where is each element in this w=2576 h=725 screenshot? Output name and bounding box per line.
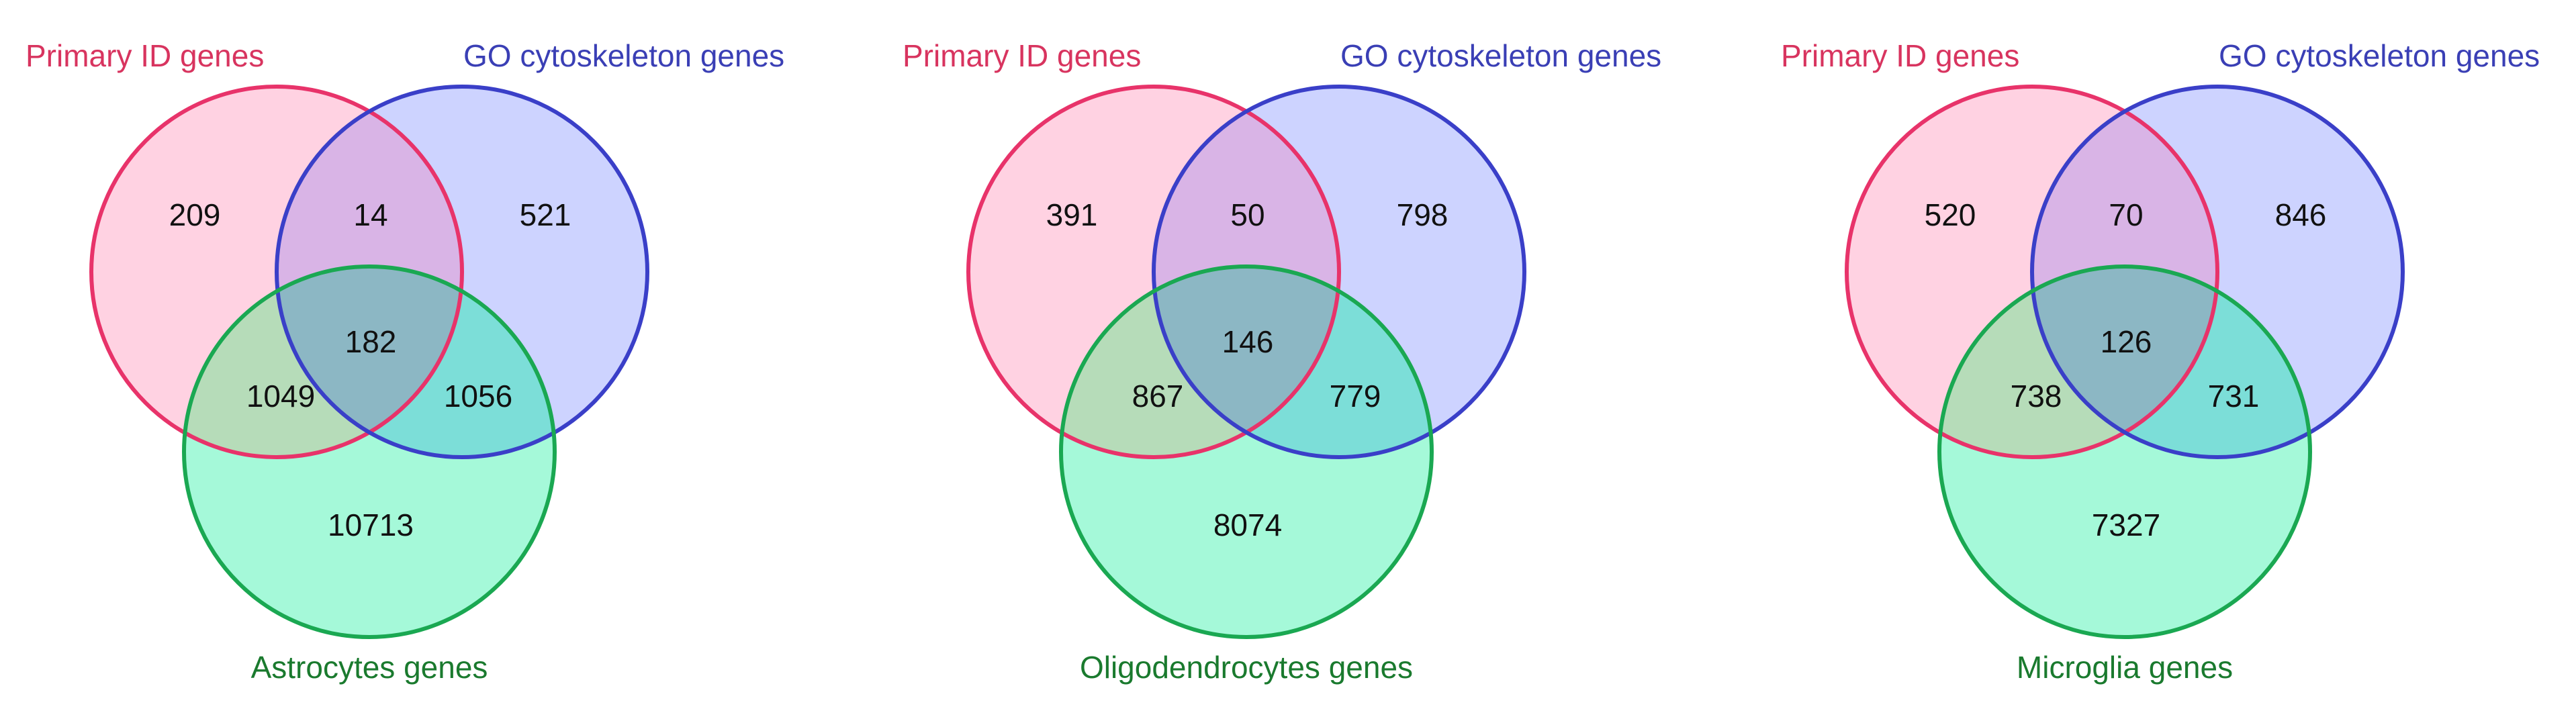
count-go-cell: 731 — [2208, 379, 2260, 414]
go-set-outline — [2030, 85, 2405, 459]
count-primary-only: 391 — [1046, 197, 1098, 232]
count-primary-go: 14 — [353, 197, 387, 232]
venn-diagram-microglia: Primary ID genes GO cytoskeleton genes M… — [1781, 38, 2540, 685]
count-primary-only: 520 — [1925, 197, 1976, 232]
cell-set-outline — [1937, 264, 2312, 639]
count-go-only: 521 — [520, 197, 571, 232]
count-all-three: 182 — [345, 324, 397, 359]
primary-set-label: Primary ID genes — [1781, 38, 2019, 73]
primary-set-label: Primary ID genes — [26, 38, 264, 73]
go-set-outline — [275, 85, 649, 459]
cell-set-outline — [182, 264, 557, 639]
count-primary-go: 50 — [1230, 197, 1264, 232]
go-set-label: GO cytoskeleton genes — [463, 38, 784, 73]
count-primary-cell: 1049 — [246, 379, 315, 414]
venn-diagram-oligodendrocytes: Primary ID genes GO cytoskeleton genes O… — [903, 38, 1661, 685]
count-cell-only: 10713 — [328, 508, 414, 542]
count-primary-cell: 738 — [2011, 379, 2062, 414]
go-set-label: GO cytoskeleton genes — [2219, 38, 2540, 73]
primary-set-outline — [1845, 85, 2219, 459]
count-go-cell: 1056 — [444, 379, 512, 414]
cell-set-label: Microglia genes — [2017, 650, 2233, 685]
count-primary-go: 70 — [2109, 197, 2143, 232]
count-go-only: 798 — [1397, 197, 1448, 232]
venn-diagram-astrocytes: Primary ID genes GO cytoskeleton genes A… — [26, 38, 784, 685]
go-set-outline — [1152, 85, 1526, 459]
count-go-only: 846 — [2275, 197, 2327, 232]
count-all-three: 146 — [1222, 324, 1274, 359]
go-set-label: GO cytoskeleton genes — [1340, 38, 1661, 73]
primary-set-outline — [89, 85, 464, 459]
count-primary-only: 209 — [169, 197, 221, 232]
cell-set-outline — [1059, 264, 1434, 639]
cell-set-label: Oligodendrocytes genes — [1080, 650, 1413, 685]
primary-set-label: Primary ID genes — [903, 38, 1141, 73]
count-cell-only: 7327 — [2092, 508, 2160, 542]
count-all-three: 126 — [2101, 324, 2152, 359]
cell-set-label: Astrocytes genes — [251, 650, 488, 685]
count-cell-only: 8074 — [1213, 508, 1282, 542]
primary-set-outline — [966, 85, 1341, 459]
count-primary-cell: 867 — [1132, 379, 1184, 414]
count-go-cell: 779 — [1330, 379, 1381, 414]
